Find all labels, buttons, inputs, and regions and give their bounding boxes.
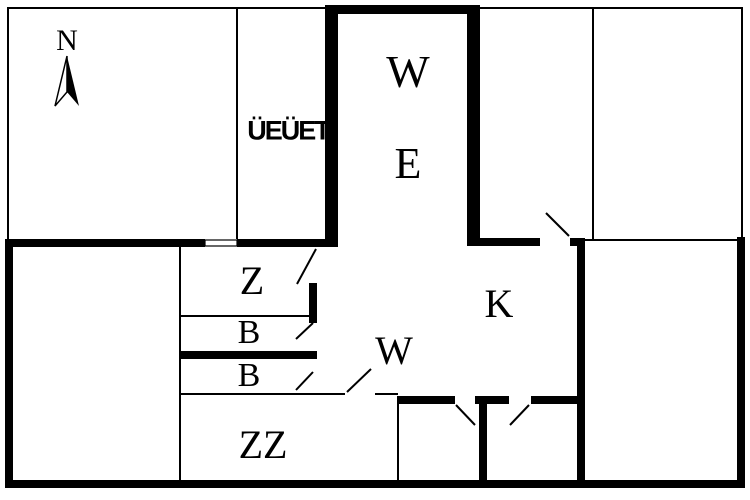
door-swing-b1 <box>295 322 314 340</box>
door-swing-bottom1 <box>455 404 476 426</box>
wall-tower-left <box>325 5 338 247</box>
wall-outer-right <box>737 237 745 488</box>
north-arrow-left-half <box>54 55 68 107</box>
annotation-label: ÜEÜET <box>247 115 331 146</box>
room-label-z: Z <box>239 258 265 303</box>
wall-k-top-left <box>467 238 540 246</box>
room-label-b1: B <box>237 314 261 351</box>
wall-outer-bottom <box>5 480 745 488</box>
wall-midright-vert <box>577 238 585 481</box>
room-label-k: K <box>484 281 514 326</box>
wall-topright-outline <box>480 7 743 238</box>
wall-bottom-seg3 <box>531 396 585 404</box>
wall-b-divider <box>180 351 317 359</box>
room-label-e-hall: E <box>394 139 422 188</box>
wall-bottom-seg1 <box>398 396 455 404</box>
wall-main-horiz-b <box>237 239 338 247</box>
north-arrow <box>54 55 79 107</box>
door-swings <box>295 212 570 426</box>
door-threshold <box>204 239 238 247</box>
wall-topleft-outline <box>7 7 325 247</box>
wall-bottom-seg2 <box>475 396 509 404</box>
compass-label: N <box>56 24 78 57</box>
door-swing-bottom2 <box>509 404 530 426</box>
thick-walls <box>5 5 745 488</box>
room-label-w-hall: W <box>375 328 413 373</box>
wall-outer-left <box>5 239 13 488</box>
door-swing-zz <box>346 368 372 393</box>
thin-walls <box>7 7 743 480</box>
room-label-zz: ZZ <box>238 422 288 467</box>
room-label-b2: B <box>237 357 261 394</box>
wall-tower-right <box>467 5 480 246</box>
north-arrow-right-half <box>67 56 79 106</box>
wall-bottom-post <box>479 396 487 481</box>
door-swing-z <box>296 248 317 285</box>
room-label-w-top: W <box>386 46 430 97</box>
wall-main-horiz-a <box>5 239 205 247</box>
door-swing-k <box>545 212 570 237</box>
wall-stub-zb <box>309 283 317 323</box>
wall-tower-top <box>325 5 480 14</box>
door-swing-b2 <box>295 371 314 391</box>
